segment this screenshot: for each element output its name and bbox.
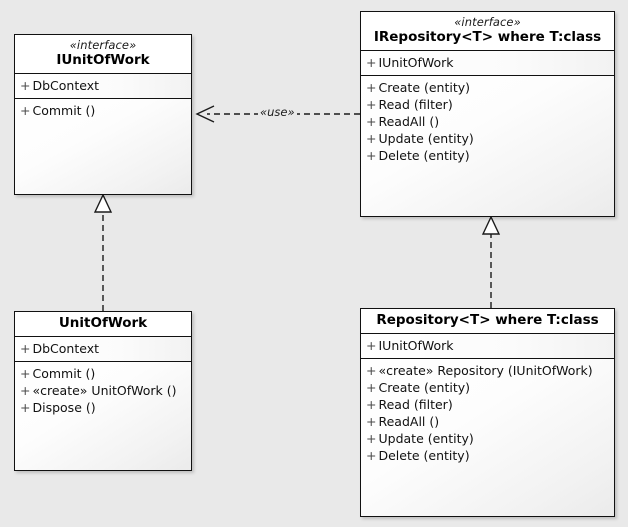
member-text: Update (entity) bbox=[378, 431, 474, 446]
member-text: Update (entity) bbox=[378, 131, 474, 146]
class-operation: +«create» Repository (IUnitOfWork) bbox=[366, 362, 610, 379]
class-attribute: +DbContext bbox=[20, 340, 187, 357]
class-attributes-unitofwork: +DbContext bbox=[15, 337, 191, 362]
class-stereotype: «interface» bbox=[69, 38, 137, 52]
visibility-marker: + bbox=[366, 131, 377, 146]
member-text: Commit () bbox=[32, 103, 96, 118]
visibility-marker: + bbox=[366, 80, 377, 95]
visibility-marker: + bbox=[20, 366, 31, 381]
visibility-marker: + bbox=[20, 103, 31, 118]
class-header-iunitofwork: «interface» IUnitOfWork bbox=[15, 35, 191, 74]
visibility-marker: + bbox=[366, 448, 377, 463]
visibility-marker: + bbox=[20, 78, 31, 93]
class-header-unitofwork: UnitOfWork bbox=[15, 312, 191, 337]
class-operation: +Dispose () bbox=[20, 399, 187, 416]
member-text: Delete (entity) bbox=[378, 148, 470, 163]
class-operations-irepository: +Create (entity) +Read (filter) +ReadAll… bbox=[361, 76, 614, 216]
member-text: Create (entity) bbox=[378, 80, 471, 95]
member-text: Delete (entity) bbox=[378, 448, 470, 463]
class-box-irepository[interactable]: «interface» IRepository<T> where T:class… bbox=[360, 11, 615, 217]
visibility-marker: + bbox=[366, 148, 377, 163]
class-operation: +Create (entity) bbox=[366, 79, 610, 96]
class-header-repository: Repository<T> where T:class bbox=[361, 309, 614, 334]
visibility-marker: + bbox=[366, 97, 377, 112]
member-text: DbContext bbox=[32, 78, 100, 93]
class-operation: +Commit () bbox=[20, 102, 187, 119]
class-attribute: +DbContext bbox=[20, 77, 187, 94]
member-text: Commit () bbox=[32, 366, 96, 381]
class-attributes-iunitofwork: +DbContext bbox=[15, 74, 191, 99]
member-text: Dispose () bbox=[32, 400, 96, 415]
member-text: «create» Repository (IUnitOfWork) bbox=[378, 363, 593, 378]
class-attribute: +IUnitOfWork bbox=[366, 337, 610, 354]
class-box-iunitofwork[interactable]: «interface» IUnitOfWork +DbContext +Comm… bbox=[14, 34, 192, 195]
class-operations-repository: +«create» Repository (IUnitOfWork) +Crea… bbox=[361, 359, 614, 516]
class-header-irepository: «interface» IRepository<T> where T:class bbox=[361, 12, 614, 51]
class-operation: +Delete (entity) bbox=[366, 447, 610, 464]
class-name: Repository<T> where T:class bbox=[376, 312, 599, 328]
member-text: Read (filter) bbox=[378, 97, 453, 112]
member-text: ReadAll () bbox=[378, 114, 440, 129]
relationship-realization-unitofwork bbox=[93, 193, 113, 311]
visibility-marker: + bbox=[366, 397, 377, 412]
class-name: IUnitOfWork bbox=[56, 52, 150, 68]
visibility-marker: + bbox=[366, 114, 377, 129]
member-text: IUnitOfWork bbox=[378, 55, 454, 70]
class-operations-iunitofwork: +Commit () bbox=[15, 99, 191, 194]
class-attributes-repository: +IUnitOfWork bbox=[361, 334, 614, 359]
member-text: DbContext bbox=[32, 341, 100, 356]
class-operation: +Create (entity) bbox=[366, 379, 610, 396]
member-text: ReadAll () bbox=[378, 414, 440, 429]
relationship-label-use: «use» bbox=[258, 105, 297, 119]
visibility-marker: + bbox=[366, 363, 377, 378]
member-text: IUnitOfWork bbox=[378, 338, 454, 353]
class-operation: +ReadAll () bbox=[366, 413, 610, 430]
class-name: IRepository<T> where T:class bbox=[373, 29, 602, 45]
visibility-marker: + bbox=[366, 414, 377, 429]
class-operation: +Update (entity) bbox=[366, 130, 610, 147]
class-attribute: +IUnitOfWork bbox=[366, 54, 610, 71]
visibility-marker: + bbox=[366, 338, 377, 353]
class-operation: +Delete (entity) bbox=[366, 147, 610, 164]
visibility-marker: + bbox=[20, 341, 31, 356]
class-box-unitofwork[interactable]: UnitOfWork +DbContext +Commit () +«creat… bbox=[14, 311, 192, 471]
member-text: Create (entity) bbox=[378, 380, 471, 395]
member-text: «create» UnitOfWork () bbox=[32, 383, 177, 398]
class-operation: +Commit () bbox=[20, 365, 187, 382]
class-name: UnitOfWork bbox=[58, 315, 148, 331]
class-operation: +ReadAll () bbox=[366, 113, 610, 130]
visibility-marker: + bbox=[366, 380, 377, 395]
class-operations-unitofwork: +Commit () +«create» UnitOfWork () +Disp… bbox=[15, 362, 191, 470]
visibility-marker: + bbox=[20, 383, 31, 398]
member-text: Read (filter) bbox=[378, 397, 453, 412]
class-operation: +Update (entity) bbox=[366, 430, 610, 447]
class-operation: +Read (filter) bbox=[366, 396, 610, 413]
class-operation: +Read (filter) bbox=[366, 96, 610, 113]
class-stereotype: «interface» bbox=[454, 15, 521, 29]
relationship-realization-repository bbox=[481, 215, 501, 308]
visibility-marker: + bbox=[366, 55, 377, 70]
visibility-marker: + bbox=[366, 431, 377, 446]
class-attributes-irepository: +IUnitOfWork bbox=[361, 51, 614, 76]
class-operation: +«create» UnitOfWork () bbox=[20, 382, 187, 399]
visibility-marker: + bbox=[20, 400, 31, 415]
class-box-repository[interactable]: Repository<T> where T:class +IUnitOfWork… bbox=[360, 308, 615, 517]
